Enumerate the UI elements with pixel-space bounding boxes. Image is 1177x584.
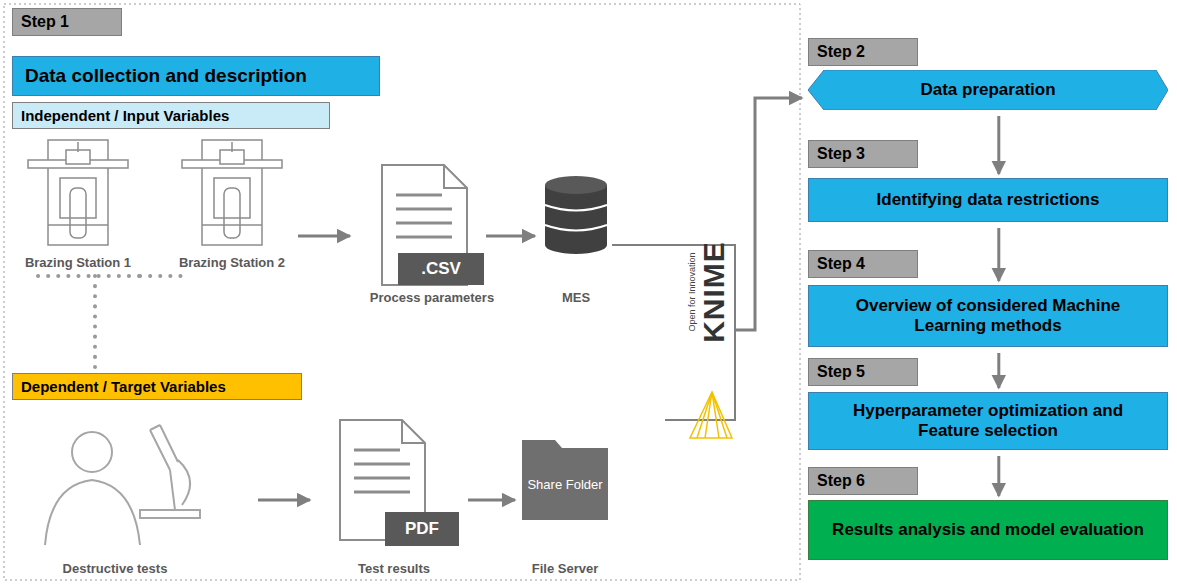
node-text: Results analysis and model evaluation bbox=[832, 520, 1144, 540]
file-type: .CSV bbox=[421, 259, 461, 279]
file-type: PDF bbox=[405, 519, 439, 539]
station-label: Brazing Station 1 bbox=[25, 255, 131, 270]
node-text: Independent / Input Variables bbox=[21, 107, 229, 124]
step-label: Step 6 bbox=[808, 467, 918, 495]
flow-arrow bbox=[997, 353, 1000, 388]
process-box: Overview of considered Machine Learning … bbox=[808, 285, 1168, 347]
node-text: Step 6 bbox=[817, 472, 865, 490]
step-label: Step 5 bbox=[808, 358, 918, 386]
step-label: Step 1 bbox=[12, 8, 122, 36]
process-box: Data preparation bbox=[808, 70, 1168, 110]
variable-tag: Dependent / Target Variables bbox=[12, 373, 302, 400]
flow-arrow bbox=[997, 456, 1000, 496]
variable-tag: Independent / Input Variables bbox=[12, 102, 330, 129]
node-text: Data preparation bbox=[920, 80, 1055, 100]
node-text: Step 1 bbox=[21, 13, 69, 31]
logo-text: KNIME bbox=[697, 241, 731, 343]
hexagon-outline bbox=[808, 70, 1168, 110]
step-label: Step 2 bbox=[808, 38, 918, 66]
flow-arrow bbox=[997, 228, 1000, 281]
node-text: Step 5 bbox=[817, 363, 865, 381]
node-text: Step 4 bbox=[817, 255, 865, 273]
node-text: Step 3 bbox=[817, 145, 865, 163]
logo-tagline: Open for Innovation bbox=[687, 252, 697, 331]
icon-label: Destructive tests bbox=[63, 561, 168, 576]
node-text: Identifying data restrictions bbox=[877, 190, 1100, 210]
node-text: Overview of considered Machine Learning … bbox=[821, 296, 1155, 336]
station-label: Brazing Station 2 bbox=[179, 255, 285, 270]
step-label: Step 3 bbox=[808, 140, 918, 168]
node-text: Data collection and description bbox=[25, 65, 307, 87]
folder-label: Share Folder bbox=[527, 477, 602, 492]
step-label: Step 4 bbox=[808, 250, 918, 278]
icon-label: Test results bbox=[358, 561, 430, 576]
flow-arrow bbox=[997, 116, 1000, 174]
process-box: Hyperparameter optimization and Feature … bbox=[808, 392, 1168, 450]
icon-label: MES bbox=[562, 290, 590, 305]
process-box: Identifying data restrictions bbox=[808, 178, 1168, 222]
node-text: Dependent / Target Variables bbox=[21, 378, 226, 395]
node-text: Step 2 bbox=[817, 43, 865, 61]
icon-label: File Server bbox=[532, 561, 599, 576]
result-box: Results analysis and model evaluation bbox=[808, 500, 1168, 560]
section-title: Data collection and description bbox=[12, 56, 380, 96]
node-text: Hyperparameter optimization and Feature … bbox=[821, 401, 1155, 441]
icon-label: Process parameters bbox=[370, 290, 494, 305]
